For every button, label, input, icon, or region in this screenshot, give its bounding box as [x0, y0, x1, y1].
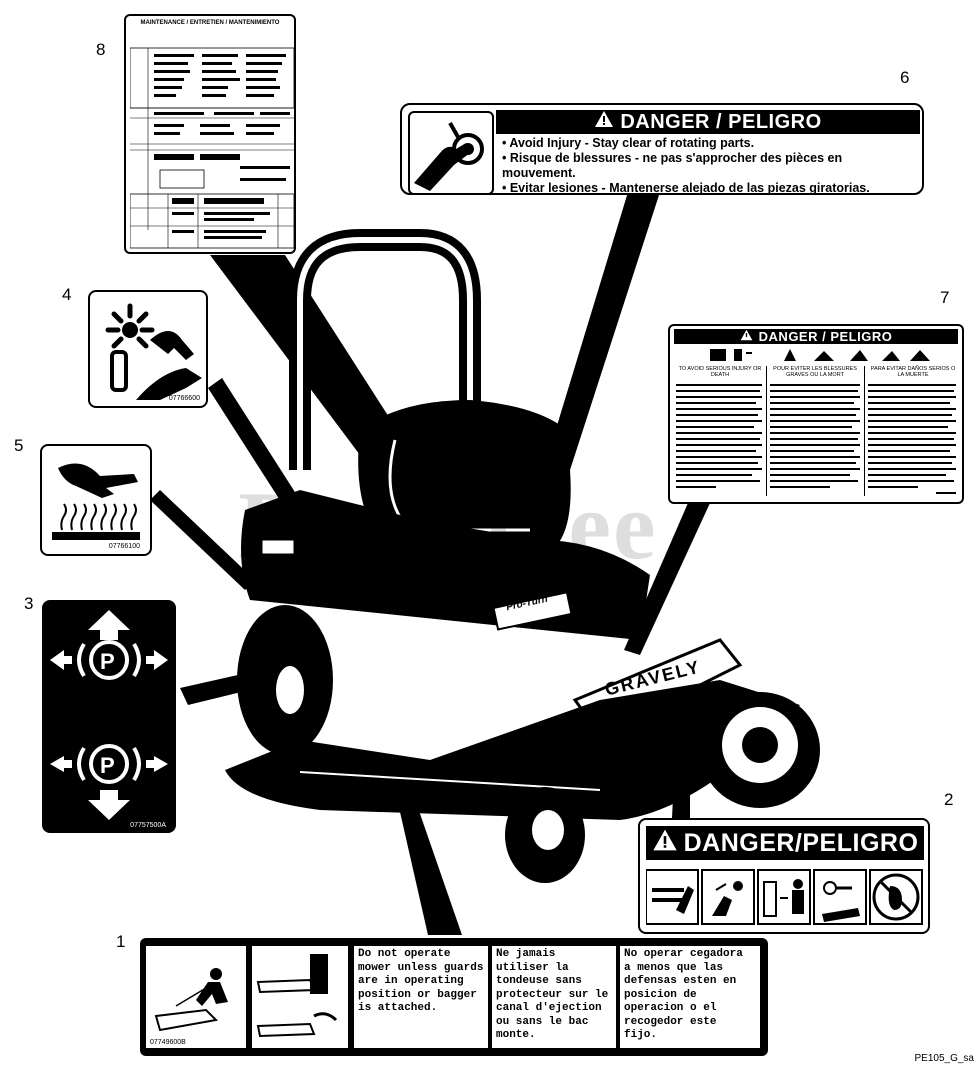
pressurized-spray-icon: [105, 303, 202, 400]
parking-brake-icon: [50, 610, 168, 820]
parking-symbol-bottom: P: [100, 753, 115, 778]
decal-1-discharge-guard: 07749600B Do not operate mower unless gu…: [140, 938, 768, 1056]
warning-triangle-icon: [594, 110, 614, 134]
decal-7-body-text: [676, 384, 956, 494]
decal-4-pressure-hazard: 07766600: [88, 290, 208, 408]
decal-7-header-en: TO AVOID SERIOUS INJURY OR DEATH: [678, 366, 762, 378]
leader-decal-1: [400, 808, 462, 935]
callout-3: 3: [24, 594, 34, 613]
callout-4: 4: [62, 285, 72, 304]
engine-badge: [261, 539, 295, 555]
reference-code: PE105_G_sa: [914, 1053, 975, 1064]
callout-8: 8: [96, 40, 106, 59]
decal-7-header-fr: POUR EVITER LES BLESSURES GRAVES OU LA M…: [773, 366, 857, 378]
decal-2-title: DANGER/PELIGRO: [683, 828, 919, 857]
callout-2: 2: [944, 790, 954, 809]
leader-decal-6: [545, 192, 660, 470]
decal-8-maintenance-chart: MAINTENANCE / ENTRETIEN / MANTENIMIENTO: [124, 14, 296, 254]
leader-decal-7: [624, 503, 710, 655]
mower-deck: [225, 680, 800, 820]
hand-entanglement-icon: [652, 886, 694, 914]
leader-decal-5: [150, 490, 255, 590]
decal-6-title: DANGER / PELIGRO: [620, 110, 822, 133]
seat: [358, 400, 571, 555]
warning-triangle-icon: [740, 329, 753, 344]
callout-7: 7: [940, 288, 950, 307]
decal-7-safety-instructions: DANGER / PELIGRO TO AVOID SERIOUS INJURY…: [668, 324, 964, 504]
decal-6-danger-header: DANGER / PELIGRO: [496, 110, 920, 134]
hot-surface-icon: [52, 463, 140, 540]
decal-7-danger-header: DANGER / PELIGRO: [674, 329, 958, 344]
decal-3-parking-brake: P P 07757500A: [42, 600, 176, 833]
decal-1-part-number: 07749600B: [150, 1039, 186, 1046]
decal-1-pictogram-a: 07749600B: [146, 946, 246, 1048]
remove-key-icon: [822, 881, 860, 922]
decal-7-header-es: PARA EVITAR DAÑOS SERIOS O LA MUERTE: [870, 366, 956, 378]
decal-1-text-en: Do not operate mower unless guards are i…: [354, 946, 488, 1048]
decal-4-part-number: 07766600: [168, 395, 200, 402]
decal-7-pictograms: [710, 349, 930, 361]
decal-5-hot-surface: 07766100: [40, 444, 152, 556]
decal-6-line-fr: • Risque de blessures - ne pas s'approch…: [502, 151, 843, 180]
callout-6: 6: [900, 68, 910, 87]
decal-5-part-number: 07766100: [108, 543, 140, 550]
decal-7-title: DANGER / PELIGRO: [758, 329, 893, 344]
keep-distance-icon: [763, 879, 804, 917]
parking-symbol-top: P: [100, 649, 115, 674]
decal-2-icon-row: [646, 869, 923, 925]
decal-7-dividers-2: [864, 366, 865, 496]
decal-8-title: MAINTENANCE / ENTRETIEN / MANTENIMIENTO: [140, 20, 280, 26]
callout-1: 1: [116, 932, 126, 951]
decal-7-dividers: [766, 366, 767, 496]
thrown-object-icon: [712, 881, 743, 916]
decal-6-rotating-parts: DANGER / PELIGRO • Avoid Injury - Stay c…: [400, 103, 924, 195]
decal-1-text-es: No operar cegadora a menos que las defen…: [620, 946, 760, 1048]
no-foot-icon: [872, 873, 920, 921]
decal-6-text: • Avoid Injury - Stay clear of rotating …: [502, 136, 902, 196]
decal-1-pictogram-b: [252, 946, 348, 1048]
decal-8-table-graphic: [130, 47, 294, 249]
leader-decal-4: [208, 378, 300, 508]
warning-triangle-icon: [652, 828, 678, 859]
decal-2-danger-header: DANGER/PELIGRO: [646, 826, 924, 860]
decal-1-text-fr: Ne jamais utiliser la tondeuse sans prot…: [492, 946, 616, 1048]
decal-2-danger-pictograms: DANGER/PELIGRO: [638, 818, 930, 934]
decal-6-line-es: • Evitar lesiones - Mantenerse alejado d…: [502, 181, 870, 195]
decal-3-part-number: 07757500A: [130, 822, 166, 829]
decal-6-pictogram: [408, 111, 494, 195]
decal-6-line-en: • Avoid Injury - Stay clear of rotating …: [502, 136, 755, 150]
callout-5: 5: [14, 436, 24, 455]
